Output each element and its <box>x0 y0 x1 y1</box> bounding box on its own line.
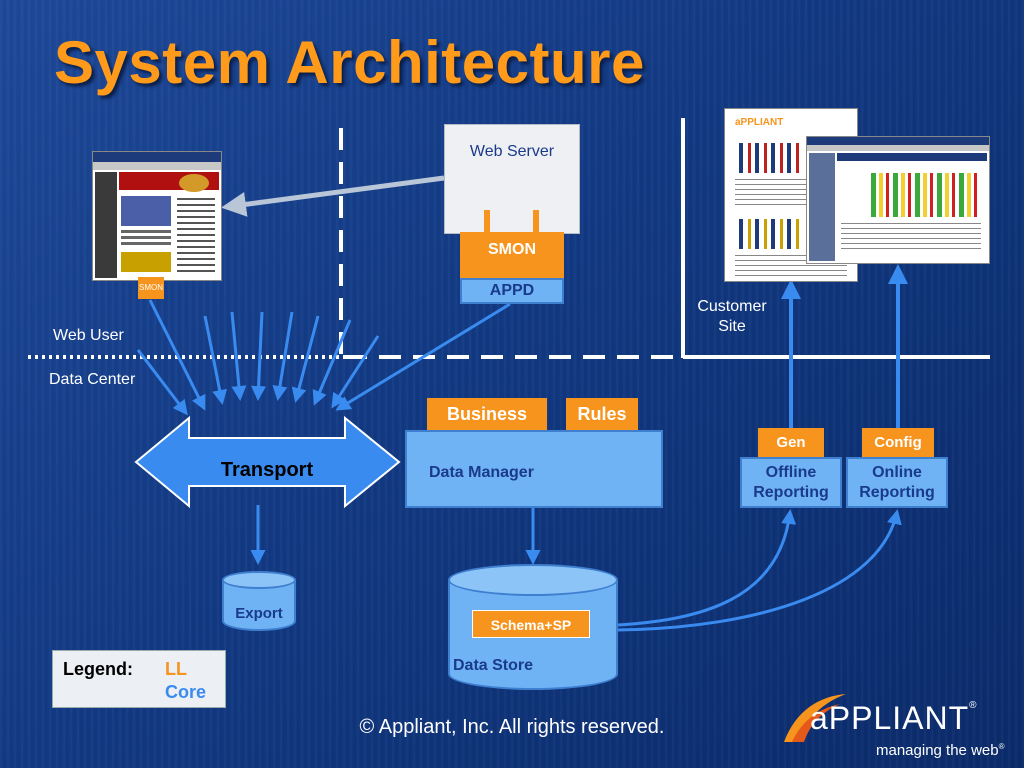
transport-double-arrow <box>134 415 401 509</box>
tagline-text: managing the web <box>876 742 999 759</box>
web-server-box: Web Server <box>444 124 580 234</box>
offline-reporting-box: Offline Reporting <box>740 457 842 508</box>
page-title: System Architecture <box>54 29 645 96</box>
export-label: Export <box>235 605 283 622</box>
data-center-label: Data Center <box>49 371 136 388</box>
gen-module: Gen <box>758 428 824 457</box>
data-store-label: Data Store <box>453 657 534 674</box>
web-user-browser-screenshot <box>92 151 222 281</box>
legend-box: Legend: LL Core <box>52 650 226 708</box>
transport-label: Transport <box>220 459 314 481</box>
appliant-logo: aPPLIANT® <box>810 700 977 737</box>
smon-plug-right <box>533 210 539 234</box>
schema-sp-module: Schema+SP <box>472 610 590 638</box>
business-module: Business <box>427 398 547 430</box>
online-report-screenshot <box>806 136 990 264</box>
logo-registered-mark: ® <box>969 700 977 711</box>
offline-reporting-label: Offline Reporting <box>753 464 829 501</box>
web-server-label: Web Server <box>469 143 555 160</box>
copyright-footer: © Appliant, Inc. All rights reserved. <box>359 716 665 738</box>
customer-site-label: Customer Site <box>697 298 767 335</box>
tagline-registered-mark: ® <box>998 742 1005 751</box>
browser-smon-tag: SMON <box>138 277 164 299</box>
data-manager-label: Data Manager <box>429 464 534 481</box>
appliant-wordmark: aPPLIANT <box>810 700 970 736</box>
web-user-label: Web User <box>53 327 124 344</box>
data-store-cylinder-top <box>448 564 618 596</box>
store-to-online-curve <box>617 509 902 632</box>
appd-module: APPD <box>460 278 564 304</box>
smon-module: SMON <box>460 232 564 278</box>
legend-title: Legend: <box>63 659 133 679</box>
online-reporting-label: Online Reporting <box>859 464 935 501</box>
config-module: Config <box>862 428 934 457</box>
export-cylinder-top <box>222 571 296 589</box>
smon-plug-left <box>484 210 490 234</box>
data-manager-box: Data Manager <box>405 430 663 508</box>
legend-ll: LL <box>165 659 187 679</box>
appliant-tagline: managing the web® <box>876 742 1005 759</box>
webserver-to-browser-arrow <box>221 175 445 217</box>
legend-core: Core <box>165 682 207 702</box>
store-to-offline-curve <box>617 509 797 627</box>
appliant-swoosh-logo <box>784 694 846 742</box>
incoming-traffic-arrows <box>136 299 511 416</box>
online-reporting-box: Online Reporting <box>846 457 948 508</box>
rules-module: Rules <box>566 398 638 430</box>
